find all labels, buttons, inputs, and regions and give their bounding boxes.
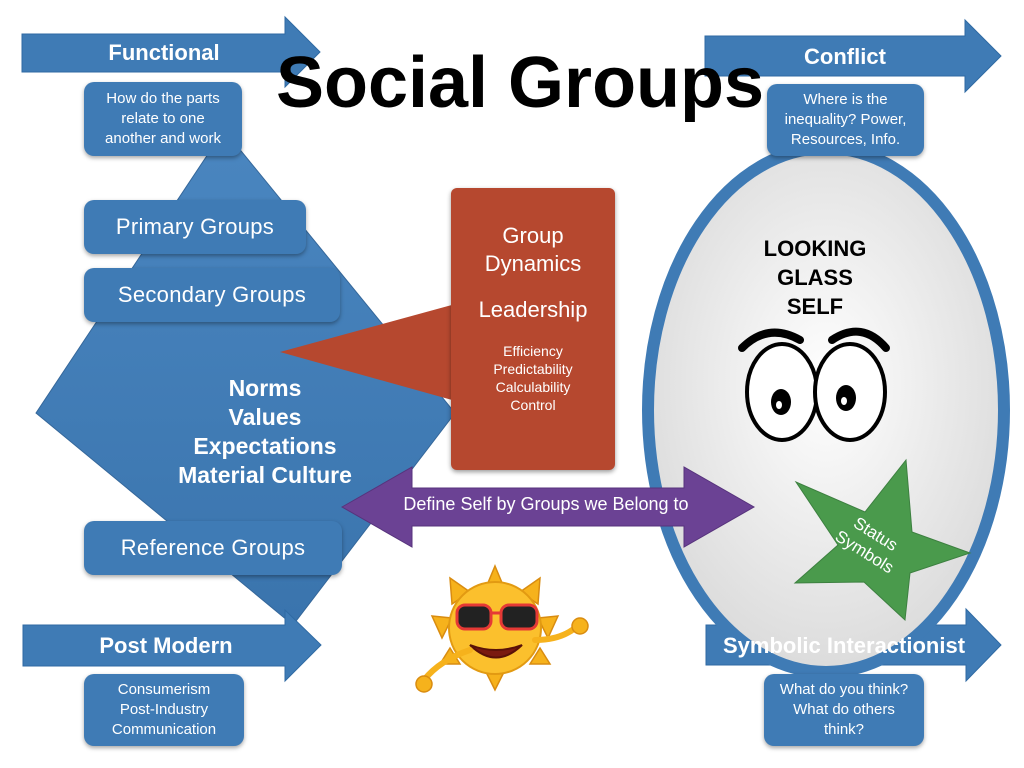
symbolic-label: Symbolic Interactionist: [722, 633, 966, 658]
status-star: [793, 458, 972, 622]
core-concept: Values: [228, 404, 302, 430]
conflict-note: Where is the inequality? Power, Resource…: [767, 84, 924, 156]
secondary-groups[interactable]: Secondary Groups: [84, 268, 340, 322]
looking-glass-line: GLASS: [777, 265, 853, 290]
looking-glass-line: LOOKING: [763, 236, 867, 261]
functional-note-line: How do the parts: [106, 90, 220, 107]
looking-glass-line: SELF: [786, 294, 844, 319]
dynamics-heading-line: Group: [502, 223, 564, 248]
group-dynamics-panel: Group Dynamics Leadership Efficiency Pre…: [451, 188, 615, 470]
looking-glass-self: LOOKING GLASS SELF: [736, 234, 894, 321]
core-concept: Material Culture: [178, 462, 352, 488]
symbolic-note: What do you think? What do others think?: [764, 674, 924, 746]
post-modern-note-line: Consumerism: [117, 681, 211, 698]
symbolic-note-line: think?: [823, 721, 865, 738]
leadership-label: Leadership: [478, 297, 588, 322]
post-modern-arrow: [22, 608, 322, 683]
symbolic-note-line: What do others: [793, 701, 895, 718]
eyes-icon: [738, 327, 890, 442]
conflict-arrow: [704, 18, 1002, 94]
post-modern-note-line: Communication: [111, 721, 217, 738]
functional-note-line: relate to one: [121, 110, 205, 127]
dynamics-item: Efficiency: [503, 343, 563, 359]
core-concept: Expectations: [193, 433, 337, 459]
core-concept: Norms: [228, 375, 302, 401]
dynamics-item: Control: [510, 397, 556, 413]
reference-groups[interactable]: Reference Groups: [84, 521, 342, 575]
post-modern-note-line: Post-Industry: [119, 701, 209, 718]
define-self-label: Define Self by Groups we Belong to: [403, 494, 689, 514]
dynamics-item: Predictability: [493, 361, 573, 377]
functional-note-line: another and work: [105, 130, 221, 147]
primary-groups[interactable]: Primary Groups: [84, 200, 306, 254]
functional-arrow: [21, 15, 321, 89]
dynamics-item: Calculability: [495, 379, 571, 395]
post-modern-note: Consumerism Post-Industry Communication: [84, 674, 244, 746]
dynamics-heading-line: Dynamics: [484, 251, 582, 276]
functional-label: Functional: [108, 40, 220, 65]
conflict-note-line: Resources, Info.: [790, 131, 901, 148]
page-title: Social Groups: [275, 43, 765, 123]
sun-with-sunglasses-icon: [415, 564, 589, 693]
define-self-arrow[interactable]: [340, 466, 756, 548]
dynamics-callout-pointer: [280, 300, 470, 405]
post-modern-label: Post Modern: [99, 633, 233, 658]
core-concepts: Norms Values Expectations Material Cultu…: [140, 374, 390, 490]
conflict-label: Conflict: [804, 44, 886, 69]
conflict-note-line: Where is the: [803, 91, 888, 108]
symbolic-note-line: What do you think?: [779, 681, 909, 698]
conflict-note-line: inequality? Power,: [784, 111, 907, 128]
functional-note: How do the parts relate to one another a…: [84, 82, 242, 156]
